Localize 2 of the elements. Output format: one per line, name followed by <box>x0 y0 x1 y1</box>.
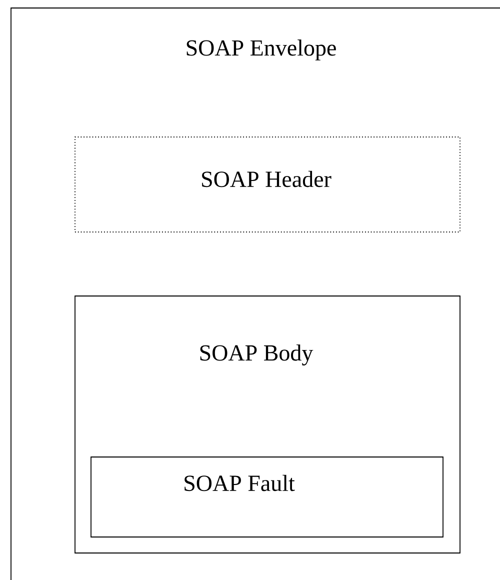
header-box: SOAP Header <box>74 136 460 232</box>
fault-box: SOAP Fault <box>90 456 444 538</box>
